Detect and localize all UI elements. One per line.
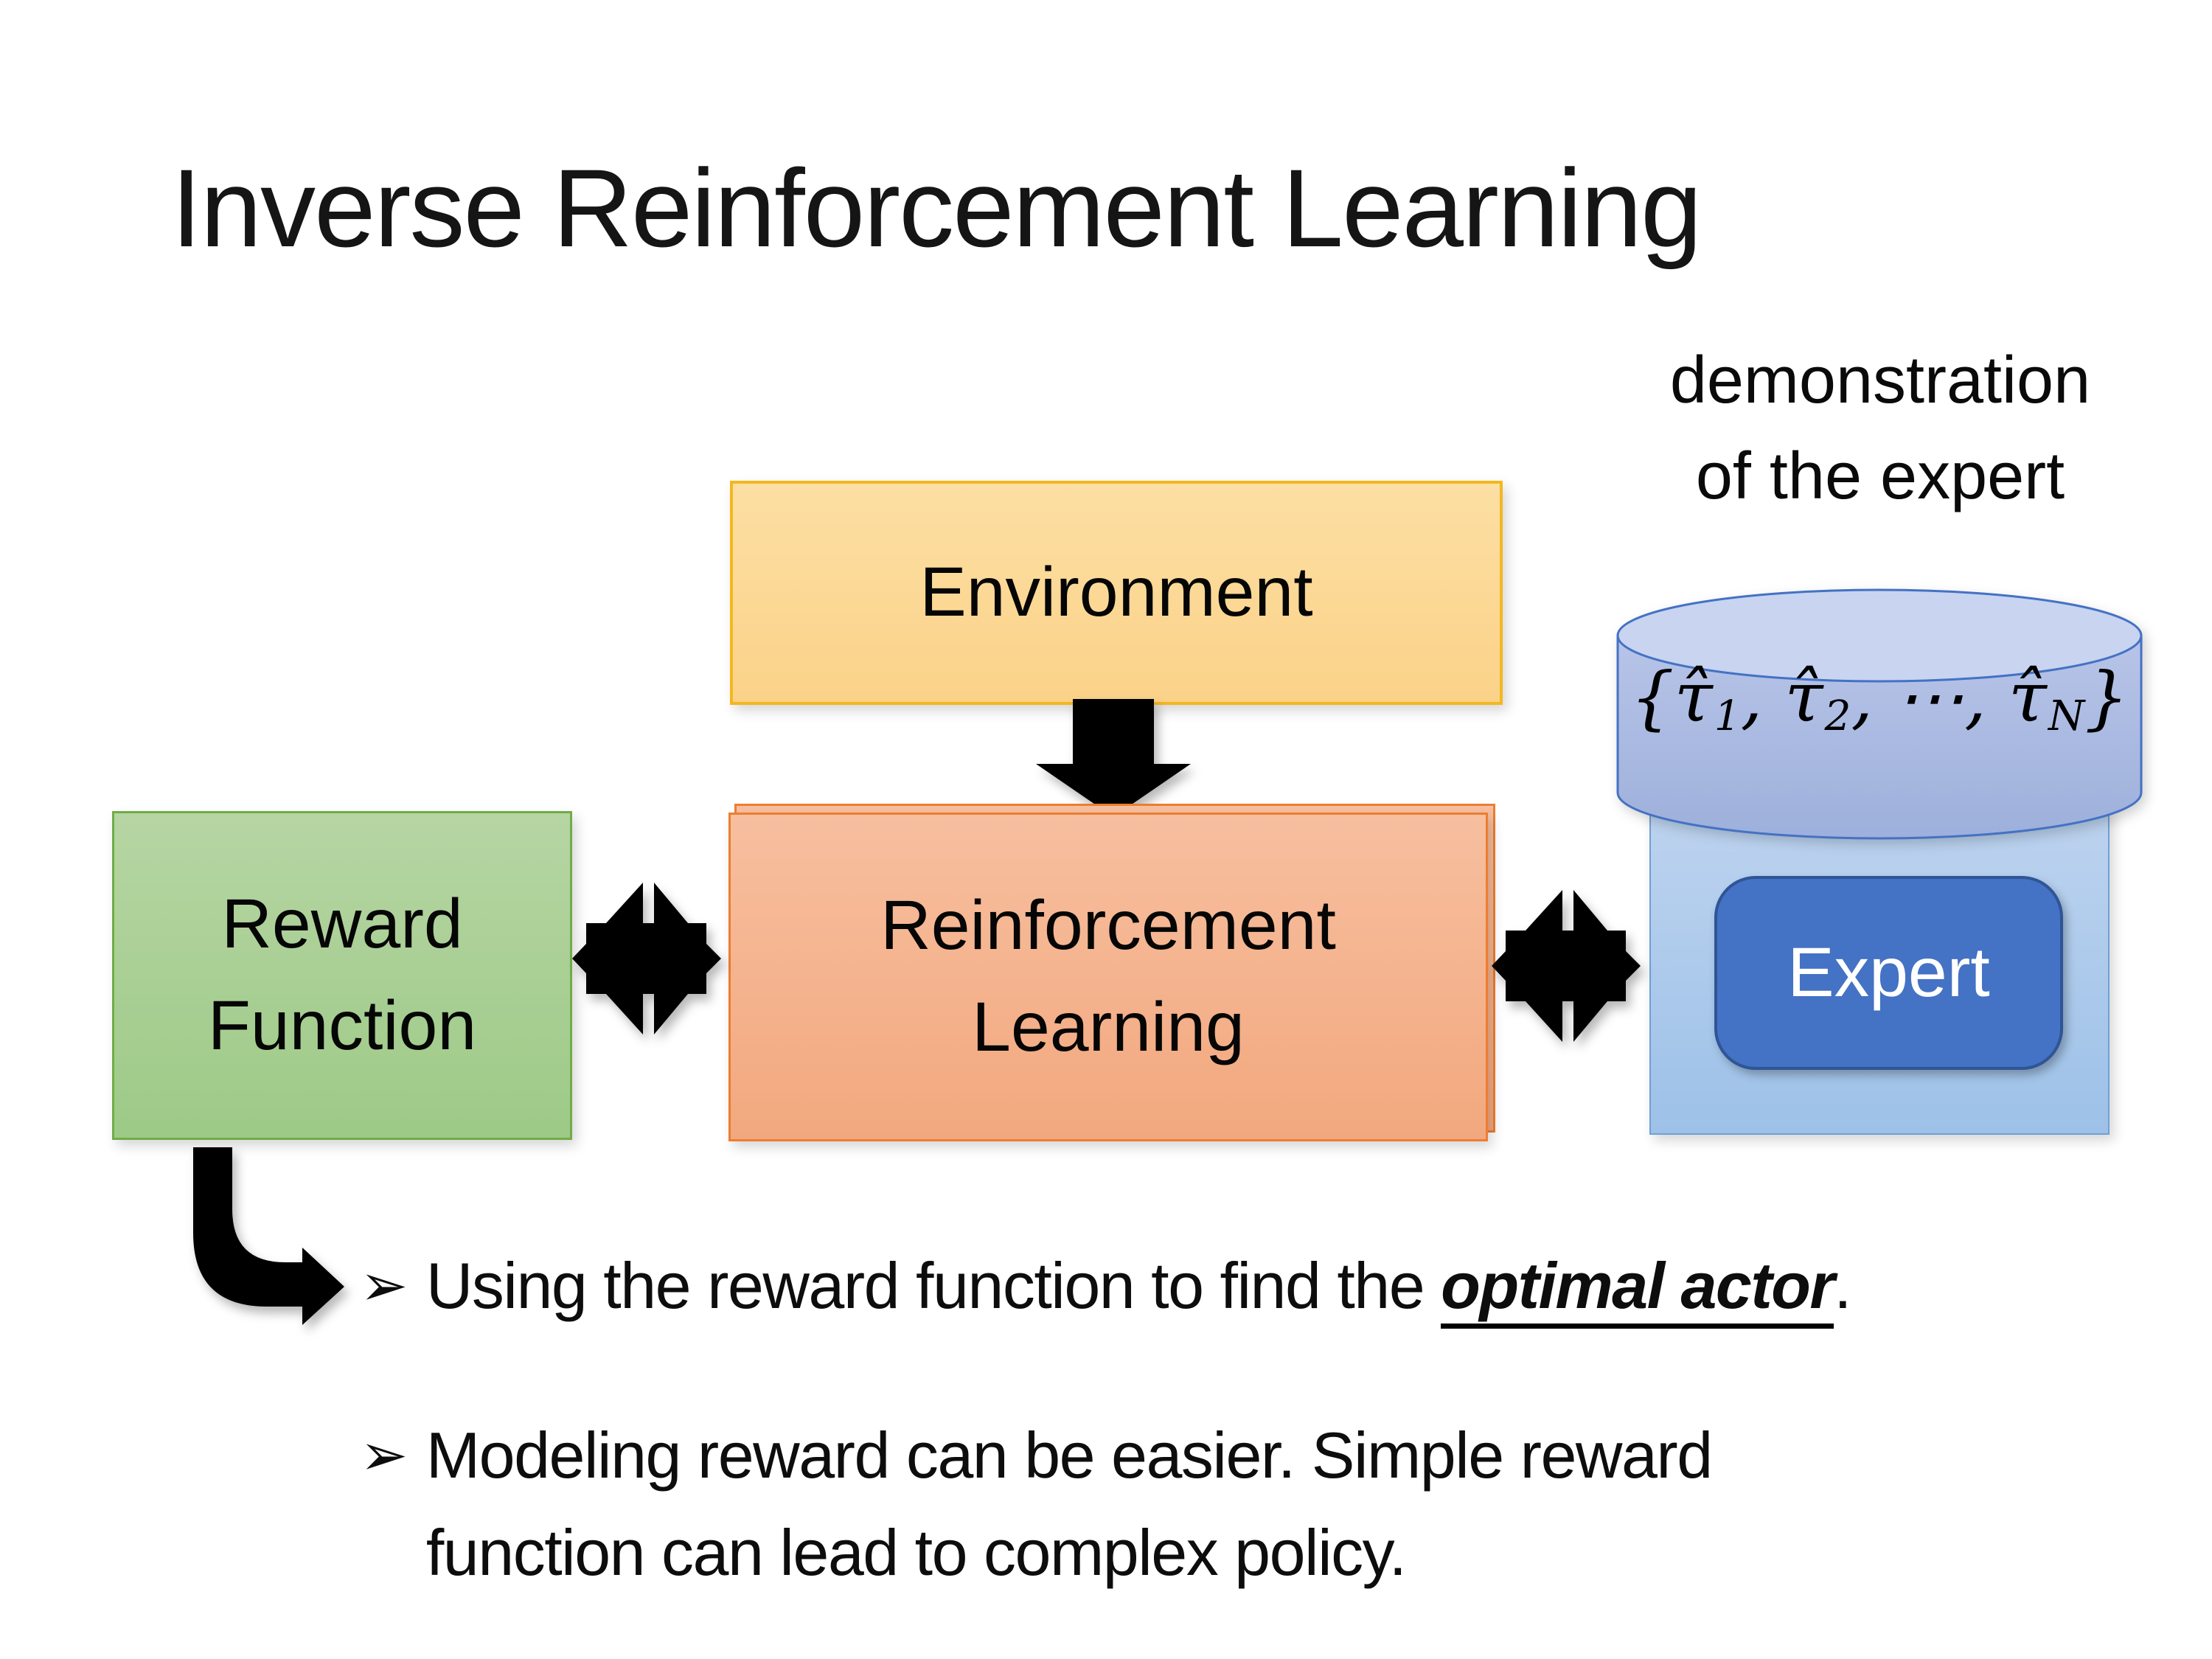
tau-sub-n: N [2048,692,2085,741]
formula-separator: , [1740,658,1785,738]
reinforcement-learning-box: Reinforcement Learning [728,813,1488,1141]
reinforcement-learning-label: Reinforcement Learning [880,875,1336,1079]
formula-separator: , [1964,658,2008,738]
down-arrow-icon [1036,699,1191,817]
reward-function-label: Reward Function [208,874,476,1077]
bullet1-suffix: . [1834,1249,1851,1322]
database-cylinder-icon [1616,588,2143,840]
bullet-text: Modeling reward can be easier. Simple re… [425,1407,1713,1601]
formula-separator: , [1851,658,1896,738]
bullet1-prefix: Using the reward function to find the [425,1249,1441,1322]
elbow-arrow-icon [193,1147,344,1325]
reward-function-box: Reward Function [112,811,572,1140]
reinforcement-learning-label-line2: Learning [972,988,1245,1066]
reward-function-label-line2: Function [207,987,477,1065]
tau-sub-2: 2 [1824,692,1851,741]
bullet-item-optimal-actor: ➢ Using the reward function to find the … [360,1237,2188,1335]
tau-hat-n: τ̂ [2008,658,2047,738]
bullet-item-modeling-reward: ➢ Modeling reward can be easier. Simple … [360,1407,2188,1601]
bullet-arrowhead-icon: ➢ [360,1253,408,1318]
reinforcement-learning-label-line1: Reinforcement [880,886,1336,965]
bullet-text: Using the reward function to find the op… [425,1237,1852,1335]
bullet2-line2: function can lead to complex policy. [425,1516,1407,1589]
reward-function-label-line1: Reward [221,885,463,964]
trajectory-set-formula: {τ̂1, τ̂2, ⋯, τ̂N} [1619,658,2140,740]
bullet2-line1: Modeling reward can be easier. Simple re… [425,1419,1713,1492]
bidirectional-arrow-icon-left [572,883,721,1034]
formula-open-brace: { [1630,658,1674,738]
demonstration-label: demonstration of the expert [1585,333,2175,524]
demonstration-label-line1: demonstration [1669,344,2091,417]
formula-dots: ⋯ [1895,658,1965,738]
bullet-arrowhead-icon: ➢ [360,1422,408,1487]
tau-hat-1: τ̂ [1674,658,1713,738]
environment-label: Environment [919,553,1313,632]
formula-close-brace: } [2084,658,2129,738]
expert-label: Expert [1787,933,1990,1012]
demonstration-label-line2: of the expert [1695,439,2065,513]
optimal-actor-emphasis: optimal actor [1441,1249,1835,1329]
expert-box: Expert [1714,876,2063,1070]
bidirectional-arrow-icon-right [1492,890,1641,1042]
environment-box: Environment [730,481,1503,705]
slide-title: Inverse Reinforcement Learning [171,146,1702,270]
tau-sub-1: 1 [1714,692,1741,741]
tau-hat-2: τ̂ [1784,658,1823,738]
